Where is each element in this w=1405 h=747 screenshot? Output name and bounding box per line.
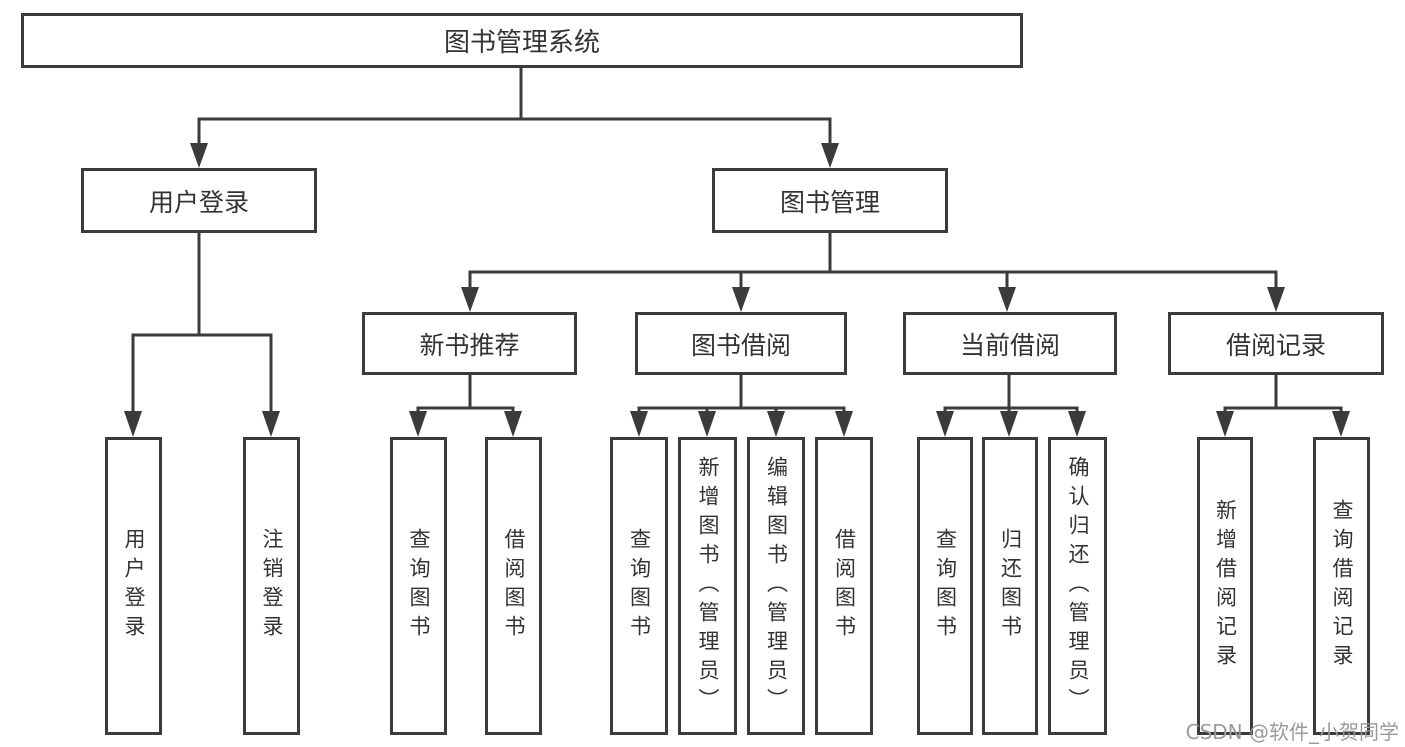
leaf-label: 确认归还（管理员） bbox=[1066, 455, 1090, 717]
leaf-label: 编辑图书（管理员） bbox=[764, 455, 789, 717]
node-borrow-records: 借阅记录 bbox=[1168, 312, 1384, 375]
leaf-label: 新增图书（管理员） bbox=[696, 455, 720, 717]
leaf-label: 借阅图书 bbox=[502, 528, 526, 644]
connector-borrowrecord-to-leaves bbox=[1223, 375, 1343, 414]
leaf-user-login: 用户登录 bbox=[105, 437, 162, 735]
node-new-book-recommend: 新书推荐 bbox=[362, 312, 577, 375]
leaf-label: 查询图书 bbox=[933, 528, 958, 644]
node-book-management: 图书管理 bbox=[712, 168, 948, 233]
watermark-text: CSDN @软件_小贺同学 bbox=[1185, 720, 1399, 744]
leaf-return-book: 归还图书 bbox=[982, 437, 1038, 735]
node-label: 图书管理系统 bbox=[443, 28, 600, 58]
connector-userlogin-to-leaves bbox=[131, 233, 273, 415]
node-label: 当前借阅 bbox=[959, 330, 1060, 360]
node-label: 图书管理 bbox=[779, 187, 880, 217]
leaf-query-book-recommend: 查询图书 bbox=[390, 437, 447, 735]
leaf-label: 查询图书 bbox=[627, 528, 652, 644]
leaf-query-borrow-record: 查询借阅记录 bbox=[1313, 437, 1370, 735]
node-root-system: 图书管理系统 bbox=[21, 13, 1023, 68]
node-current-borrowing: 当前借阅 bbox=[903, 312, 1117, 375]
leaf-label: 借阅图书 bbox=[832, 528, 857, 644]
leaf-edit-book-admin: 编辑图书（管理员） bbox=[747, 437, 805, 735]
leaf-label: 查询图书 bbox=[407, 528, 431, 644]
leaf-label: 查询借阅记录 bbox=[1330, 499, 1354, 673]
node-label: 用户登录 bbox=[148, 187, 249, 217]
connector-currentborrow-to-leaves bbox=[943, 375, 1079, 414]
connector-newbookrec-to-leaves bbox=[416, 375, 515, 414]
leaf-label: 新增借阅记录 bbox=[1213, 499, 1238, 673]
leaf-add-book-admin: 新增图书（管理员） bbox=[678, 437, 737, 735]
leaf-logout: 注销登录 bbox=[243, 437, 300, 735]
node-label: 新书推荐 bbox=[419, 330, 520, 360]
node-user-login: 用户登录 bbox=[81, 168, 317, 233]
leaf-query-book-current: 查询图书 bbox=[917, 437, 973, 735]
leaf-add-borrow-record: 新增借阅记录 bbox=[1197, 437, 1253, 735]
connector-bookmgmt-to-level3 bbox=[468, 233, 1278, 290]
leaf-confirm-return-admin: 确认归还（管理员） bbox=[1048, 437, 1107, 735]
connector-root-to-level2 bbox=[197, 68, 832, 146]
leaf-label: 注销登录 bbox=[260, 528, 284, 644]
connector-bookborrow-to-leaves bbox=[637, 375, 846, 414]
leaf-query-book-borrowing: 查询图书 bbox=[610, 437, 668, 735]
node-label: 图书借阅 bbox=[690, 330, 791, 360]
leaf-label: 归还图书 bbox=[998, 528, 1023, 644]
arrowheads bbox=[124, 143, 1350, 437]
node-label: 借阅记录 bbox=[1225, 330, 1326, 360]
leaf-borrow-book-recommend: 借阅图书 bbox=[485, 437, 542, 735]
leaf-label: 用户登录 bbox=[122, 528, 146, 644]
node-book-borrowing: 图书借阅 bbox=[635, 312, 847, 375]
leaf-borrow-book-borrowing: 借阅图书 bbox=[815, 437, 873, 735]
